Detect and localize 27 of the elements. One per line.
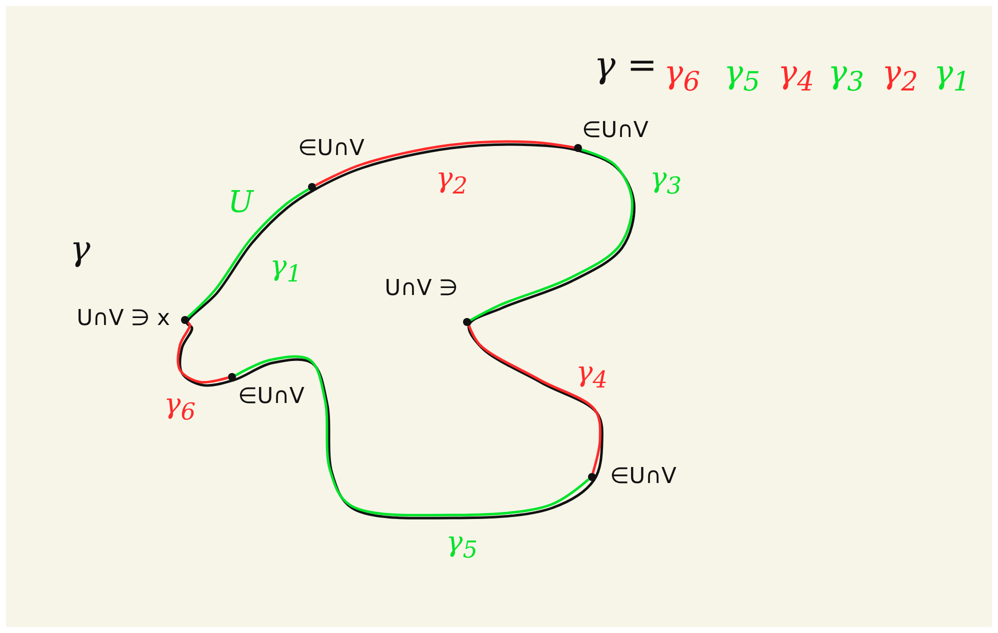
point-label: U∩V ∋ x xyxy=(76,308,170,330)
path-point xyxy=(463,318,471,326)
equation-term: γ$_{5}$ xyxy=(724,56,760,96)
math-label: U xyxy=(228,188,254,218)
point-label: ∈U∩V xyxy=(610,466,676,488)
point-label: ∈U∩V xyxy=(238,386,304,408)
curve-segment xyxy=(315,140,574,186)
point-label: ∈U∩V xyxy=(582,120,648,142)
curve-segment xyxy=(470,148,634,322)
path-point xyxy=(574,144,582,152)
equation-term: γ$_{6}$ xyxy=(664,56,700,96)
equation-term: γ$_{4}$ xyxy=(778,56,814,96)
point-label: U∩V ∋ xyxy=(384,278,458,300)
path-point xyxy=(308,183,316,191)
curve-segment xyxy=(186,188,310,318)
math-label: γ xyxy=(70,232,90,266)
path-point xyxy=(588,473,596,481)
curve-segment xyxy=(235,355,590,516)
equation-term: γ$_{3}$ xyxy=(828,56,864,96)
equation-term: γ = xyxy=(594,48,658,84)
point-label: ∈U∩V xyxy=(298,138,364,160)
curve-segment xyxy=(468,325,602,474)
curve-segment xyxy=(176,322,228,384)
path-point xyxy=(181,316,189,324)
equation-term: γ$_{1}$ xyxy=(934,56,970,96)
equation-term: γ$_{2}$ xyxy=(882,56,918,96)
path-point xyxy=(228,373,236,381)
